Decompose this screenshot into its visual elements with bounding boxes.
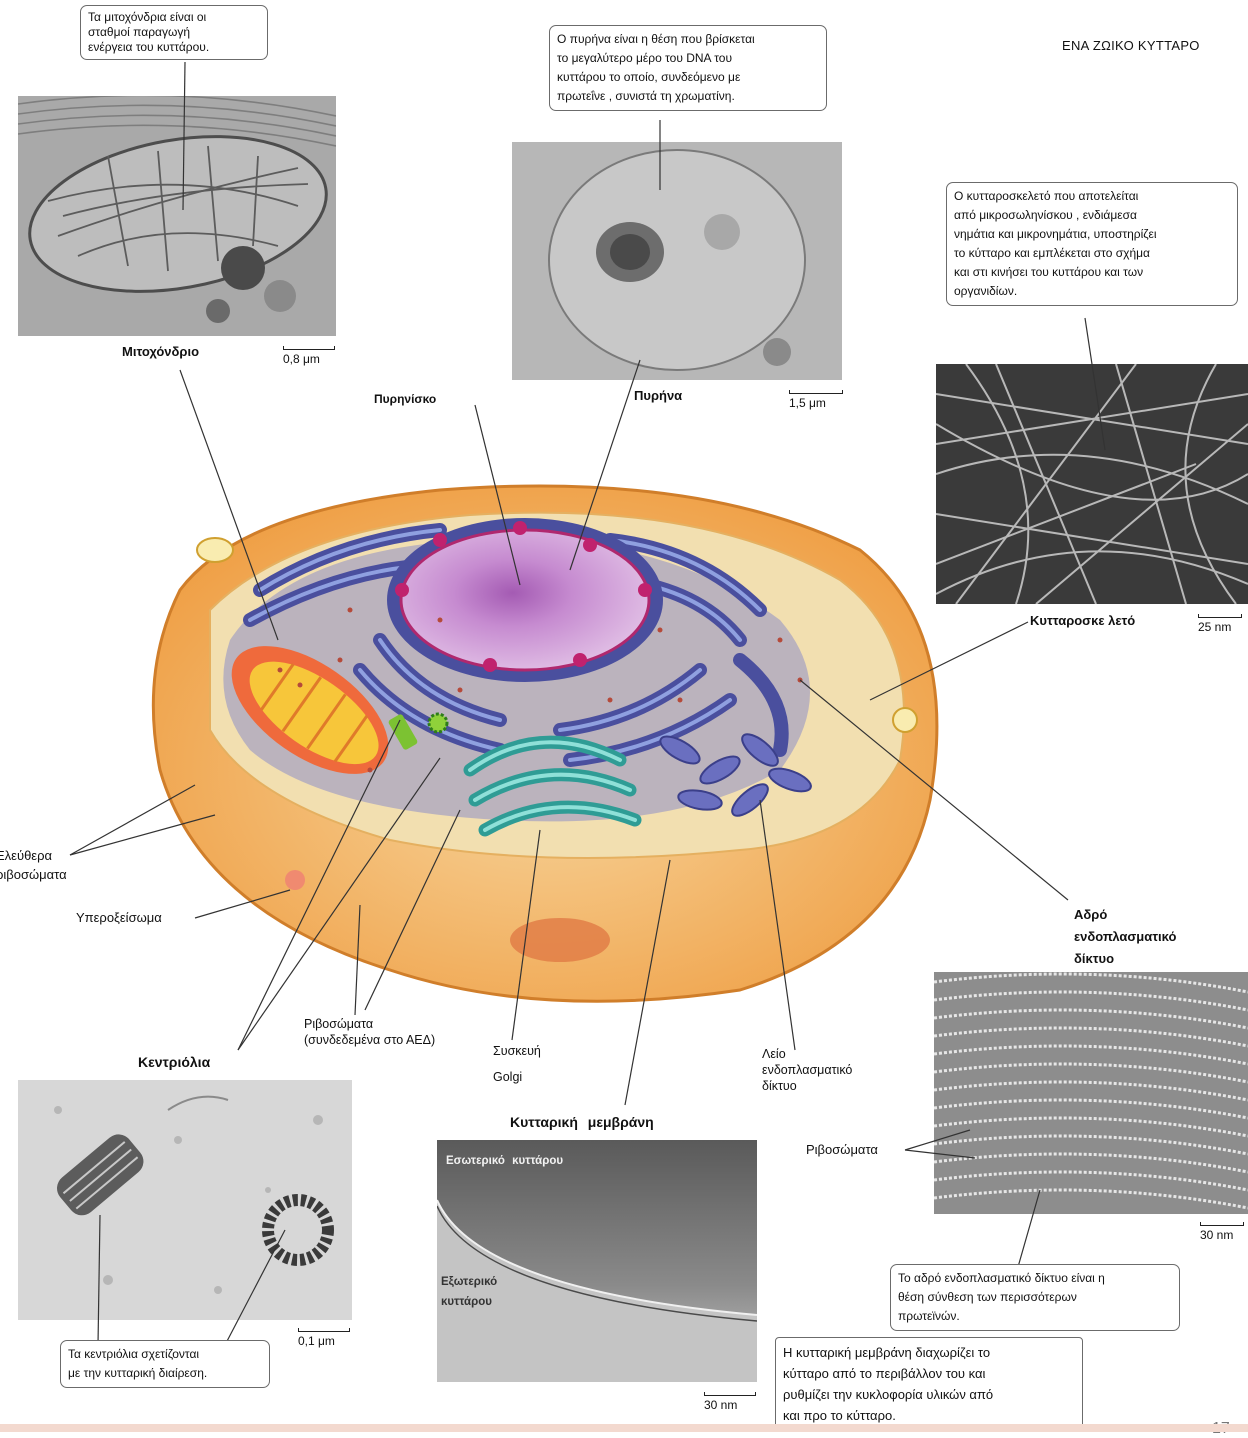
label-bound-ribosomes-line-2: (συνδεδεμένα στο ΑΕΔ) <box>304 1032 435 1048</box>
rough-er-callout: Το αδρό ενδοπλασματικό δίκτυο είναι η θέ… <box>890 1264 1180 1331</box>
rough-er-callout-line-2: θέση σύνθεση των περισσότερων <box>898 1288 1172 1307</box>
label-inside-cell: Εσωτερικό κυττάρου <box>446 1155 563 1167</box>
label-rough-er: Αδρό ενδοπλασματικό δίκτυο <box>1074 904 1176 970</box>
label-rough-er-line-1: Αδρό <box>1074 904 1176 926</box>
label-centrioles: Κεντριόλια <box>138 1054 210 1070</box>
cytoskeleton-callout-line-6: οργανιδίων. <box>954 282 1230 301</box>
cytoskeleton-callout-line-4: το κύτταρο και εμπλέκεται στο σχήμα <box>954 244 1230 263</box>
label-outside-cell-line-1: Εξωτερικό <box>441 1272 497 1292</box>
label-ribosomes: Ριβοσώματα <box>806 1142 878 1157</box>
label-golgi-line-2: Golgi <box>493 1064 541 1090</box>
label-bound-ribosomes-line-1: Ριβοσώματα <box>304 1016 435 1032</box>
mitochondria-callout: Τα μιτοχόνδρια είναι οι σταθμοί παραγωγή… <box>80 5 268 60</box>
mitochondria-callout-line-3: ενέργεια του κυττάρου. <box>88 40 260 55</box>
label-rough-er-line-2: ενδοπλασματικό <box>1074 926 1176 948</box>
label-smooth-er-line-1: Λείο <box>762 1046 852 1062</box>
label-golgi-line-1: Συσκευή <box>493 1038 541 1064</box>
label-bound-ribosomes: Ριβοσώματα (συνδεδεμένα στο ΑΕΔ) <box>304 1016 435 1048</box>
scale-label-nucleus: 1,5 μm <box>789 396 826 410</box>
label-smooth-er-line-3: δίκτυο <box>762 1078 852 1094</box>
nucleus-callout-line-3: κυττάρου το οποίο, συνδεόμενο με <box>557 68 819 87</box>
bottom-strip <box>0 1424 1248 1432</box>
cytoskeleton-callout-line-5: και στι κινήσει του κυττάρου και των <box>954 263 1230 282</box>
label-mitochondrion: Μιτοχόνδριο <box>122 344 199 359</box>
scale-label-centrioles: 0,1 μm <box>298 1334 335 1348</box>
centrioles-callout: Τα κεντριόλια σχετίζονται με την κυτταρι… <box>60 1340 270 1388</box>
scale-label-mitochondrion: 0,8 μm <box>283 352 320 366</box>
scale-label-rough-er: 30 nm <box>1200 1228 1233 1242</box>
membrane-callout-line-2: κύτταρο από το περιβάλλον του και <box>783 1363 1075 1384</box>
label-nucleus: Πυρήνα <box>634 388 682 403</box>
membrane-callout-line-4: και προ το κύτταρο. <box>783 1405 1075 1426</box>
label-peroxisome: Υπεροξείσωμα <box>76 910 162 925</box>
label-golgi: Συσκευή Golgi <box>493 1038 541 1090</box>
label-nucleolus: Πυρηνίσκο <box>374 392 436 406</box>
mitochondria-callout-line-2: σταθμοί παραγωγή <box>88 25 260 40</box>
label-free-ribosomes-line-1: Ελεύθερα <box>0 846 67 865</box>
centrioles-callout-line-2: με την κυτταρική διαίρεση. <box>68 1364 262 1383</box>
centrioles-callout-line-1: Τα κεντριόλια σχετίζονται <box>68 1345 262 1364</box>
label-smooth-er-line-2: ενδοπλασματικό <box>762 1062 852 1078</box>
label-free-ribosomes-line-2: ριβοσώματα <box>0 865 67 884</box>
nucleus-callout-line-1: Ο πυρήνα είναι η θέση που βρίσκεται <box>557 30 819 49</box>
rough-er-callout-line-1: Το αδρό ενδοπλασματικό δίκτυο είναι η <box>898 1269 1172 1288</box>
membrane-callout-line-3: ρυθμίζει την κυκλοφορία υλικών από <box>783 1384 1075 1405</box>
label-cell-membrane: Κυτταρική μεμβράνη <box>510 1114 654 1130</box>
scale-label-membrane: 30 nm <box>704 1398 737 1412</box>
cytoskeleton-callout: Ο κυτταροσκελετό που αποτελείται από μικ… <box>946 182 1238 306</box>
rough-er-callout-line-3: πρωτεϊνών. <box>898 1307 1172 1326</box>
label-outside-cell-line-2: κυττάρου <box>441 1292 497 1312</box>
mitochondria-callout-line-1: Τα μιτοχόνδρια είναι οι <box>88 10 260 25</box>
nucleus-callout-line-2: το μεγαλύτερο μέρο του DNA του <box>557 49 819 68</box>
cytoskeleton-callout-line-1: Ο κυτταροσκελετό που αποτελείται <box>954 187 1230 206</box>
nucleus-callout: Ο πυρήνα είναι η θέση που βρίσκεται το μ… <box>549 25 827 111</box>
cytoskeleton-callout-line-2: από μικροσωληνίσκου , ενδιάμεσα <box>954 206 1230 225</box>
label-outside-cell: Εξωτερικό κυττάρου <box>441 1272 497 1312</box>
membrane-callout-line-1: Η κυτταρική μεμβράνη διαχωρίζει το <box>783 1342 1075 1363</box>
nucleus-callout-line-4: πρωτεΐνε , συνιστά τη χρωματίνη. <box>557 87 819 106</box>
membrane-callout: Η κυτταρική μεμβράνη διαχωρίζει το κύττα… <box>775 1337 1083 1431</box>
label-cytoskeleton: Κυτταροσκε λετό <box>1030 613 1135 628</box>
label-rough-er-line-3: δίκτυο <box>1074 948 1176 970</box>
cytoskeleton-callout-line-3: νημάτια και μικρονημάτια, υποστηρίζει <box>954 225 1230 244</box>
label-smooth-er: Λείο ενδοπλασματικό δίκτυο <box>762 1046 852 1094</box>
scale-label-cytoskeleton: 25 nm <box>1198 620 1231 634</box>
label-free-ribosomes: Ελεύθερα ριβοσώματα <box>0 846 67 884</box>
